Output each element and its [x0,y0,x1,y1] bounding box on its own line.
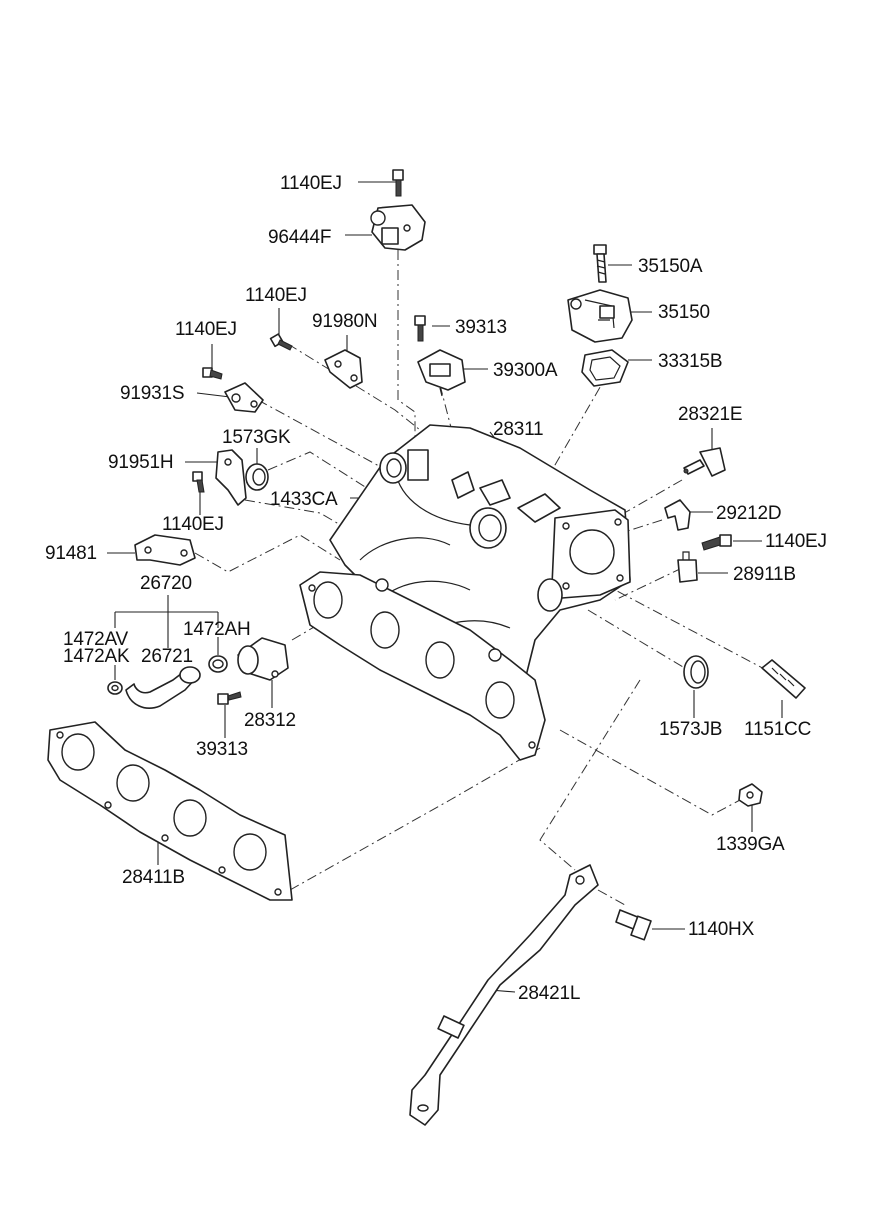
label-39313-bot: 39313 [196,739,248,760]
label-1140ej-b: 1140EJ [245,285,307,306]
label-29212d: 29212D [716,503,782,524]
clamp-1472ah-icon [208,655,228,673]
label-28411b: 28411B [122,867,185,888]
bolt-39313-top-icon [414,315,426,342]
fitting-29212d-icon [664,499,691,531]
label-91481: 91481 [45,543,97,564]
label-28311: 28311 [493,419,544,440]
nut-1339ga-icon [738,783,763,807]
bolt-1140ej-d-icon [192,471,205,493]
bolt-1140ej-top-icon [392,169,404,197]
label-1151cc: 1151CC [744,719,812,740]
label-1339ga: 1339GA [716,834,785,855]
bracket-91931s-icon [224,382,264,413]
bolt-39313-bot-icon [217,691,242,705]
clamp-1472ak-icon [107,681,123,695]
label-28312: 28312 [244,710,296,731]
label-96444f: 96444F [268,227,332,248]
bolt-1140ej-b-icon [269,333,293,351]
label-35150: 35150 [658,302,710,323]
label-1433ca: 1433CA [270,489,338,510]
gasket-28411b-icon [47,721,293,901]
sensor-96444f-icon [370,204,426,251]
label-1140ej-top: 1140EJ [280,173,342,194]
label-91931s: 91931S [120,383,185,404]
sensor-28321e-icon [683,447,726,477]
idle-valve-35150-icon [567,289,633,343]
label-1140ej-c: 1140EJ [175,319,237,340]
seal-1573gk-icon [245,463,269,491]
bolt-1140ej-c-icon [202,367,223,380]
label-35150a: 35150A [638,256,703,277]
label-28421l: 28421L [518,983,581,1004]
label-28911b: 28911B [733,564,796,585]
stud-1151cc-icon [761,659,806,699]
label-1140ej-d: 1140EJ [162,514,224,535]
label-1140ej-e: 1140EJ [765,531,827,552]
label-26720: 26720 [140,573,192,594]
bolt-1140ej-e-icon [701,534,732,551]
bolt-1140hx-icon [615,909,652,941]
label-1573jb: 1573JB [659,719,723,740]
housing-28312-icon [237,637,289,681]
label-39300a: 39300A [493,360,558,381]
bracket-91951h-icon [215,449,247,506]
intake-manifold-28311-icon [299,424,631,761]
hose-26721-icon [125,666,201,709]
clip-28911b-icon [677,551,698,583]
label-1472ak: 1472AK [63,646,130,667]
ring-1573jb-icon [683,655,709,689]
label-28321e: 28321E [678,404,743,425]
label-1140hx: 1140HX [688,919,755,940]
label-33315b: 33315B [658,351,723,372]
gasket-33315b-icon [581,349,629,387]
bracket-91481-icon [134,534,196,566]
label-1573gk: 1573GK [222,427,291,448]
label-26721: 26721 [141,646,193,667]
label-39313-top: 39313 [455,317,507,338]
bracket-91980n-icon [324,349,363,389]
map-sensor-39300a-icon [417,349,466,397]
bolt-35150a-icon [593,244,607,283]
stay-28421l-icon [409,864,599,1126]
label-91980n: 91980N [312,311,378,332]
label-1472av: 1472AV [63,629,129,650]
label-1472ah: 1472AH [183,619,251,640]
label-91951h: 91951H [108,452,174,473]
